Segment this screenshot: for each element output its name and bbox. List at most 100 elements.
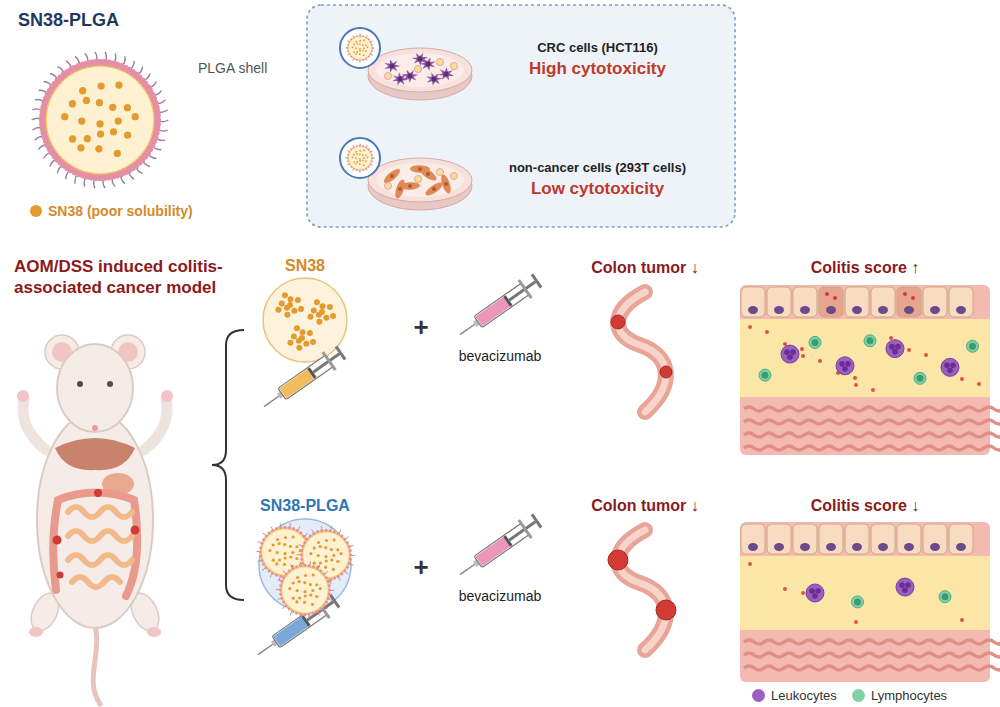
colon-illustration <box>608 530 676 650</box>
nanoparticle-part <box>306 538 309 541</box>
petri-dish-part <box>444 182 448 186</box>
nanoparticle <box>345 143 374 172</box>
drug-aggregates-part <box>284 305 290 311</box>
colon-tissue-part <box>967 340 979 352</box>
colon-tissue-part <box>826 543 836 551</box>
nanoparticle-part <box>333 538 336 541</box>
nanoparticle-part <box>362 44 364 46</box>
nanoparticle-part <box>304 574 307 577</box>
nanoparticle-part <box>319 607 322 610</box>
nanoparticle-part <box>347 44 349 46</box>
nanoparticle-part <box>359 145 361 147</box>
nanoparticle-part <box>343 569 346 572</box>
nanoparticle-part <box>327 580 330 583</box>
nanoparticle-part <box>368 148 370 150</box>
colon-tissue-part <box>800 347 804 351</box>
nanoparticle-part <box>69 100 76 107</box>
colon-tissue-part <box>748 543 758 551</box>
colon-tissue-part <box>852 596 864 608</box>
node-heading: AOM/DSS induced colitis-associated cance… <box>14 256 304 299</box>
nanoparticle-part <box>362 50 364 52</box>
label-holder: bevacizumab <box>440 348 560 365</box>
nanoparticle-part <box>333 530 336 533</box>
colon-tissue-part <box>871 524 895 554</box>
colon-tissue-part <box>878 306 888 314</box>
petri-dish-part <box>368 48 472 92</box>
nanoparticle-part <box>359 150 361 152</box>
syringe-icon-part <box>518 279 533 299</box>
petri-dish-part <box>376 163 464 197</box>
petri-dish-part <box>384 59 400 72</box>
nanoparticle-part <box>367 46 369 48</box>
nanoparticle-part <box>315 595 318 598</box>
drug-aggregates-part <box>296 345 302 351</box>
colon-tissue-part <box>914 372 926 384</box>
nanoparticle-part <box>325 529 328 532</box>
syringe-icon-part <box>531 514 543 529</box>
nanoparticle-part <box>285 604 288 607</box>
petri-dish-part <box>368 158 472 202</box>
drug-aggregates-part <box>279 301 285 307</box>
nanoparticle-part <box>371 154 373 156</box>
label-holder: Colitis score ↓ <box>765 496 965 515</box>
nanoparticle-part <box>373 48 375 49</box>
colon-tissue-part <box>744 433 1000 437</box>
drug-aggregates-part <box>314 299 320 305</box>
nanoparticle-part <box>295 612 298 615</box>
nanoparticle-part <box>362 35 364 37</box>
nanoparticle-part <box>44 64 156 176</box>
nanoparticle-part <box>330 558 333 561</box>
nanoparticle-part <box>265 535 268 538</box>
nanoparticle-part <box>301 562 304 565</box>
colon-tissue-part <box>806 584 824 602</box>
nanoparticle-part <box>368 166 370 168</box>
nano-drug-circle <box>259 519 351 611</box>
petri-dish-part <box>390 174 394 178</box>
nanoparticle-part <box>295 557 298 560</box>
nanoparticle-part <box>348 53 350 55</box>
syringe-icon-part <box>273 617 308 646</box>
nanoparticle-part <box>96 120 103 127</box>
nanoparticle-part <box>362 145 364 147</box>
nanoparticle-part <box>124 104 131 111</box>
nanoparticle-part <box>276 551 279 554</box>
nanoparticle-part <box>340 552 343 555</box>
nanoparticle-part <box>313 546 316 549</box>
nanoparticle-part <box>284 526 287 529</box>
nanoparticle-part <box>279 526 282 529</box>
colon-tissue-part <box>923 287 947 317</box>
colon-illustration-part <box>618 292 666 412</box>
nanoparticle-part <box>319 545 322 548</box>
syringe-icon <box>454 511 544 584</box>
colon-tissue-part <box>930 306 940 314</box>
nanoparticle-part <box>353 51 355 53</box>
petri-dish-part <box>418 167 422 171</box>
nanoparticle-part <box>373 158 375 159</box>
colon-tissue-part <box>783 587 787 591</box>
assay-panel <box>307 5 735 227</box>
nanoparticle-part <box>313 562 316 565</box>
nanoparticle-part <box>348 41 350 43</box>
nanoparticle-part <box>311 589 314 592</box>
nanoparticle-part <box>268 549 271 552</box>
colon-tissue-part <box>819 524 843 554</box>
nanoparticle-part <box>260 542 263 545</box>
colon-tissue-part <box>740 556 990 630</box>
label-holder: + <box>406 552 436 583</box>
colon-tissue-part <box>819 287 843 317</box>
nanoparticle-part <box>348 562 351 565</box>
syringe-icon-part <box>531 274 543 289</box>
nanoparticle-part <box>367 156 369 158</box>
nanoparticle-part <box>316 530 319 533</box>
nanoparticle-part <box>320 529 323 532</box>
nanoparticle-part <box>304 564 307 567</box>
mouse-illustration <box>17 335 173 704</box>
colon-tissue-part <box>911 296 915 300</box>
nanoparticle-part <box>275 527 278 530</box>
nanoparticle-part <box>303 581 306 584</box>
drug-aggregates-part <box>298 306 304 312</box>
nanoparticle-part <box>296 589 299 592</box>
colon-tissue-part <box>740 285 990 455</box>
petri-dish-part <box>424 180 445 198</box>
colon-tissue-part <box>833 296 837 300</box>
